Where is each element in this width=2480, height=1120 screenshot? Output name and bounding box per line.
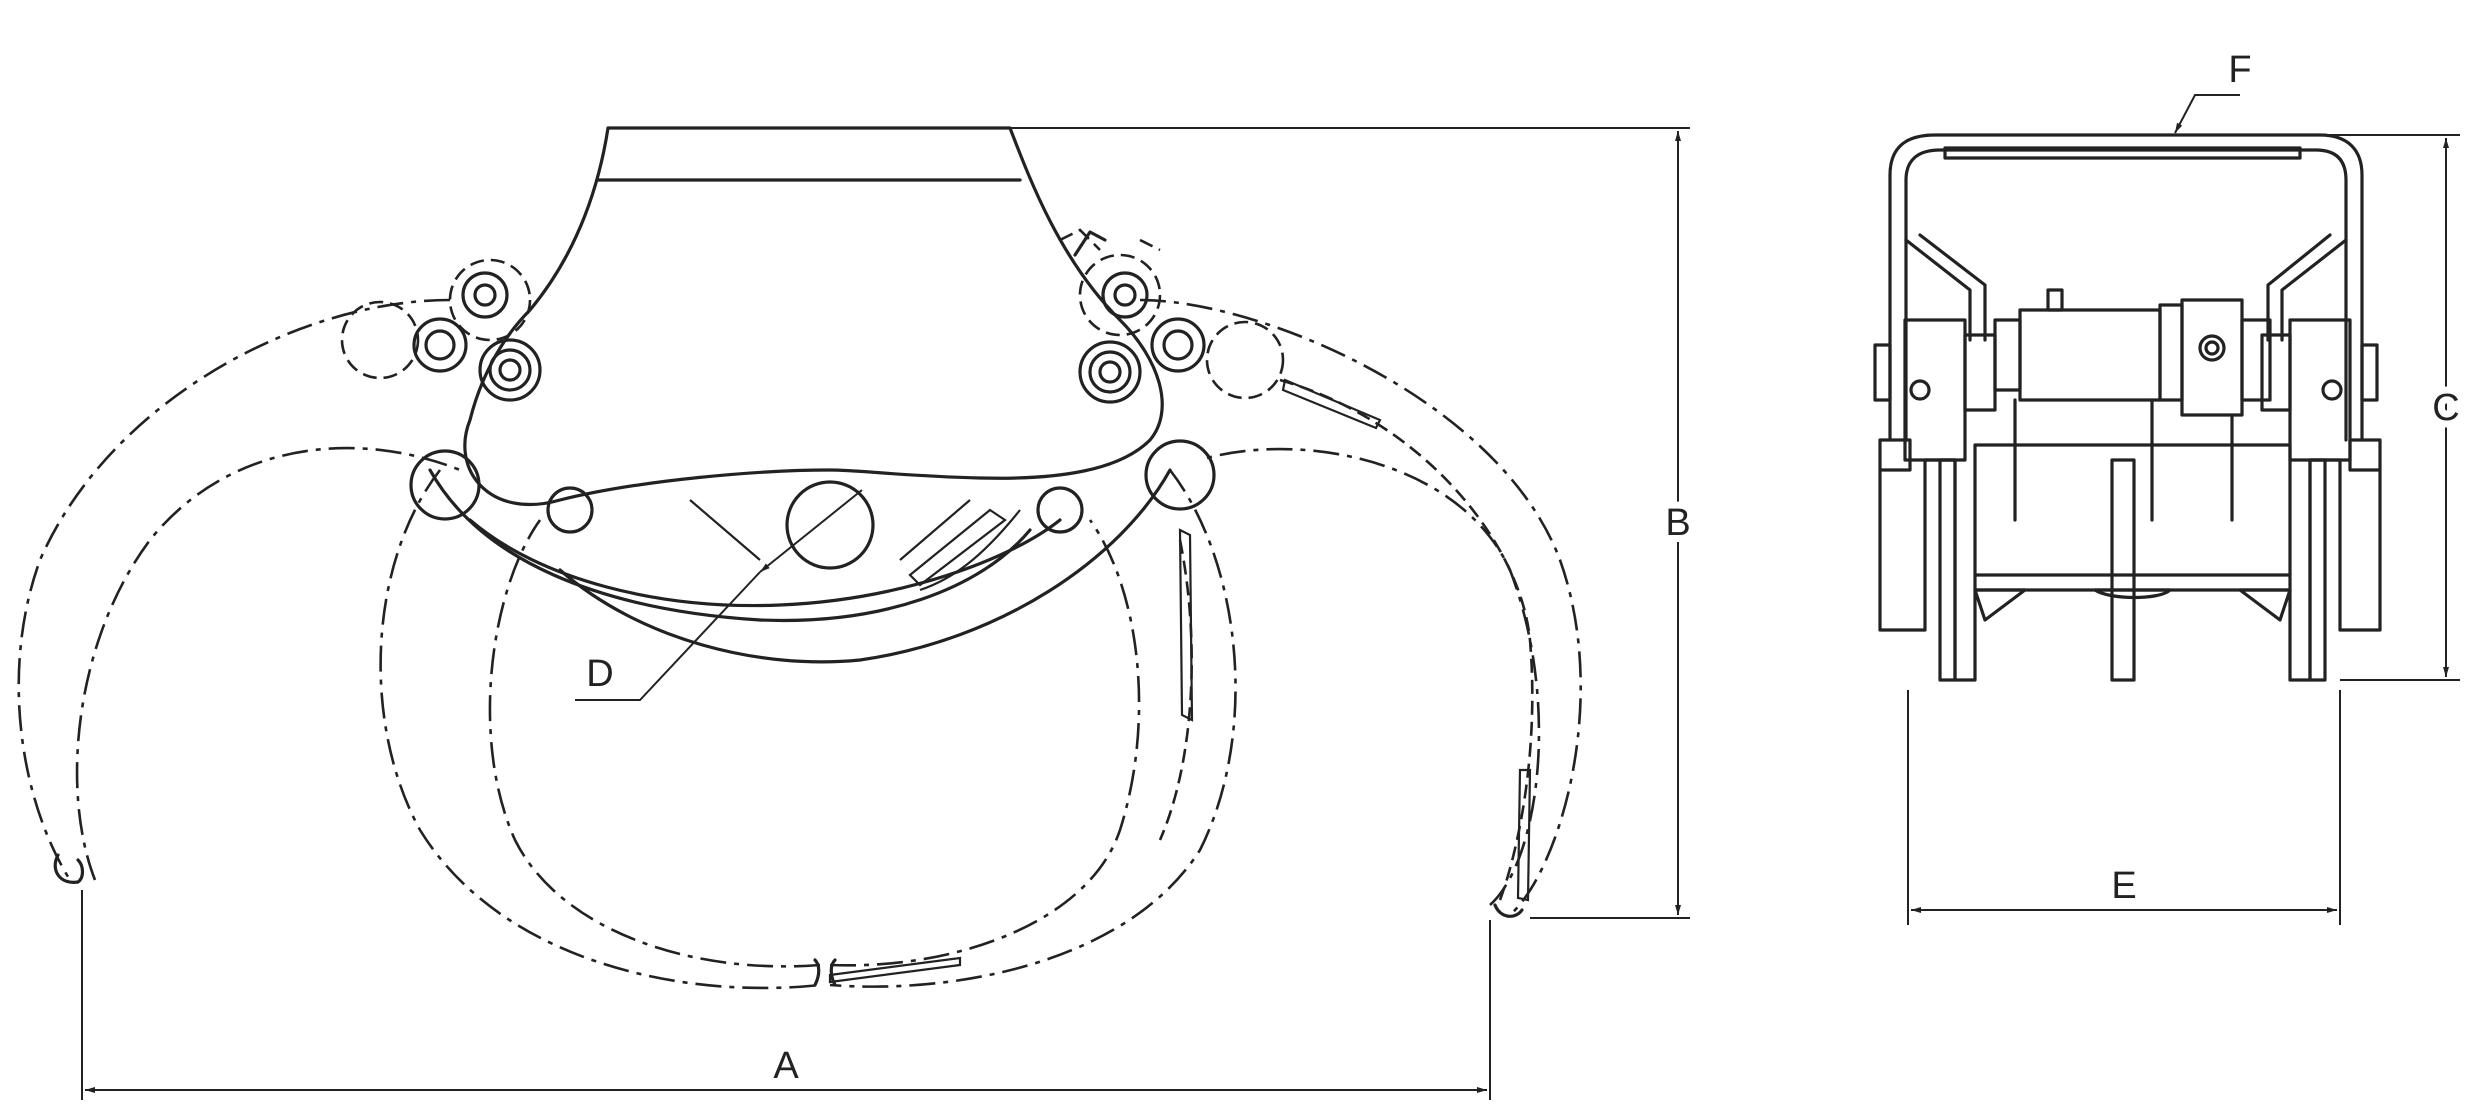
left-pin-cap bbox=[1873, 343, 1892, 402]
left-upper-pin-core bbox=[473, 283, 497, 307]
right-tine-closed-outline bbox=[829, 469, 1237, 988]
side-view: C E F bbox=[1873, 49, 2467, 925]
lower-housing bbox=[1878, 443, 2382, 682]
right-pin-cap bbox=[2360, 343, 2379, 402]
right-mount-bolt bbox=[2321, 379, 2343, 401]
label-b: B bbox=[1665, 502, 1690, 544]
cylinder-end-right bbox=[2158, 303, 2184, 402]
dimension-a: A bbox=[81, 890, 1491, 1100]
dimension-f: F bbox=[2174, 49, 2252, 134]
left-pin-collar bbox=[1963, 333, 1997, 412]
right-tine-solid-arc bbox=[558, 468, 1172, 664]
f-leader bbox=[2174, 94, 2240, 134]
left-mount-plate bbox=[1903, 318, 1967, 462]
d-leader-line bbox=[575, 571, 761, 701]
top-frame-outer bbox=[1888, 133, 2364, 442]
cross-bar-gussets bbox=[1973, 588, 2292, 622]
left-upper-pin bbox=[461, 271, 509, 319]
right-mid-pin-core bbox=[1162, 329, 1194, 361]
center-tine-plate bbox=[2110, 458, 2136, 682]
d-leader-arrow bbox=[759, 489, 863, 573]
left-brace bbox=[1904, 233, 1987, 342]
dimension-e: E bbox=[1907, 690, 2341, 925]
left-pivots bbox=[340, 258, 594, 534]
cylinder-end-left bbox=[1993, 318, 2022, 392]
right-hydraulic-fitting bbox=[1073, 230, 1107, 257]
dimension-b: B bbox=[1010, 127, 1698, 919]
right-lower-roller bbox=[1144, 439, 1216, 511]
cylinder-port bbox=[2046, 288, 2064, 312]
left-tine-tip bbox=[53, 853, 85, 884]
left-side-roller bbox=[340, 300, 420, 380]
left-tine-closed-outline bbox=[379, 469, 821, 990]
right-roller-dashed bbox=[1078, 253, 1162, 337]
left-base-block bbox=[1878, 438, 1912, 472]
right-tine-lower-slot bbox=[1516, 768, 1532, 902]
label-d: D bbox=[586, 653, 613, 695]
left-inner-roller bbox=[546, 486, 594, 534]
right-pivots bbox=[1036, 228, 1285, 534]
label-e: E bbox=[2111, 865, 2136, 907]
right-tine-plate bbox=[2308, 458, 2327, 682]
right-main-pin bbox=[1078, 340, 1142, 404]
front-view: D bbox=[17, 126, 1698, 1100]
valve-bolt-core bbox=[2204, 340, 2220, 356]
right-tine-tip bbox=[1493, 903, 1524, 918]
right-tine-open-outline bbox=[1139, 298, 1582, 916]
right-mid-pin bbox=[1150, 317, 1206, 373]
right-main-pin-core bbox=[1098, 360, 1122, 384]
left-main-pin-ring bbox=[488, 348, 532, 392]
right-upper-pin-core bbox=[1113, 283, 1137, 307]
label-a: A bbox=[773, 1045, 799, 1087]
valve-block bbox=[2180, 298, 2244, 417]
center-arc bbox=[468, 518, 1062, 608]
left-mid-pin bbox=[412, 317, 468, 373]
left-main-pin-core bbox=[498, 358, 522, 382]
right-tine-upper-slot bbox=[1281, 378, 1382, 430]
right-main-pin-ring bbox=[1088, 350, 1132, 394]
left-main-pin bbox=[478, 338, 542, 402]
left-lower-roller bbox=[409, 449, 481, 521]
right-upper-pin bbox=[1101, 271, 1149, 319]
left-tine-open-outline bbox=[17, 298, 461, 881]
top-frame-bar bbox=[1943, 146, 2302, 160]
left-tine-plate bbox=[1938, 458, 1957, 682]
top-frame-inner bbox=[1904, 148, 2348, 442]
right-pin-collar bbox=[2260, 333, 2292, 412]
left-mount-bolt bbox=[1909, 379, 1931, 401]
inner-slot bbox=[908, 508, 1007, 587]
right-side-roller bbox=[1205, 320, 1285, 400]
left-tine-solid-arc bbox=[428, 468, 1032, 623]
valve-end bbox=[2240, 318, 2272, 402]
right-tine-slot bbox=[1178, 528, 1194, 722]
label-f: F bbox=[2228, 49, 2251, 91]
right-base-block bbox=[2348, 438, 2382, 472]
vertical-ribs bbox=[2013, 398, 2234, 522]
right-tine-inner-dashed bbox=[1279, 378, 1534, 901]
right-hose-fittings bbox=[1059, 228, 1161, 252]
cylinder-body bbox=[2018, 308, 2162, 402]
right-inner-roller bbox=[1036, 486, 1084, 534]
right-tine-closed-inner bbox=[1158, 539, 1193, 841]
label-c: C bbox=[2432, 387, 2459, 429]
bottom-tine-slot bbox=[828, 956, 962, 984]
valve-bolt bbox=[2198, 334, 2226, 362]
left-mid-pin-core bbox=[424, 329, 456, 361]
inner-spokes bbox=[689, 499, 1021, 592]
rotator-head bbox=[463, 126, 1164, 507]
center-bracket bbox=[2093, 588, 2172, 600]
log-diameter-circle bbox=[785, 480, 875, 570]
left-roller-dashed bbox=[448, 258, 532, 342]
right-brace bbox=[2266, 233, 2348, 342]
